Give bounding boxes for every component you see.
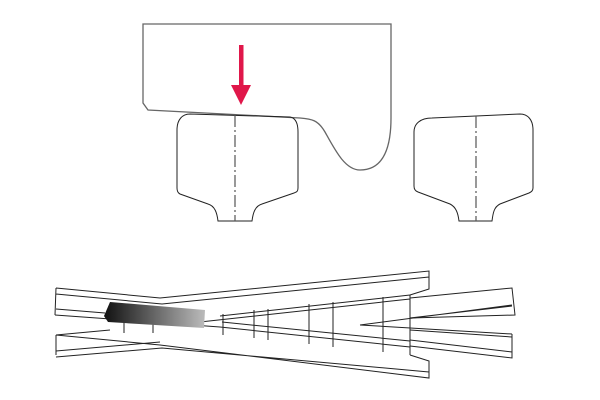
left-rail-profile [176,113,299,222]
wheel-profile [142,23,392,171]
crossing-plan-view [54,270,516,379]
wheel-contact-wear-area [104,302,205,328]
diagonal-rail-b [55,294,411,336]
cross-section-view [142,23,534,222]
upper-wing-rail [54,270,430,316]
arrow-down-icon [231,45,251,105]
right-rail-profile [413,113,534,222]
lower-wing-rail [55,334,430,379]
right-rails [409,287,516,359]
frog-point [359,304,513,338]
